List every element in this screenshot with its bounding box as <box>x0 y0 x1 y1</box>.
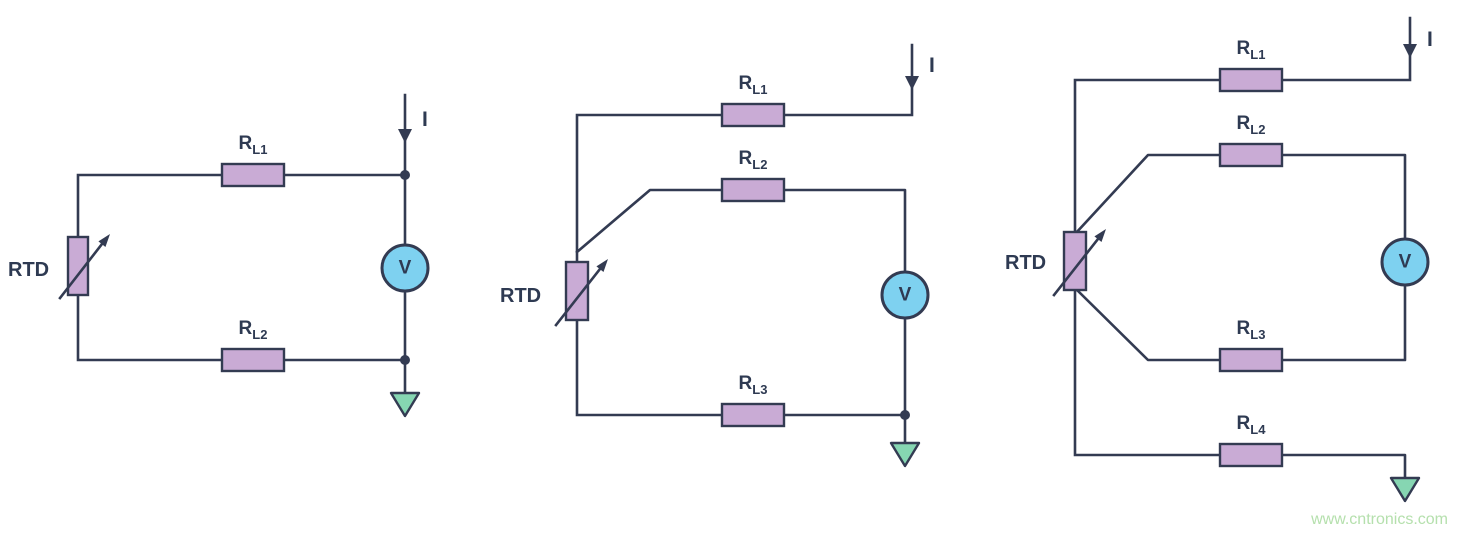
resistor-label-base: R <box>239 318 253 339</box>
watermark: www.cntronics.com <box>1310 511 1448 528</box>
voltmeter-label: V <box>1399 252 1412 273</box>
junction-node <box>900 410 910 420</box>
rtd-label: RTD <box>8 259 49 281</box>
resistor-label-base: R <box>739 73 753 94</box>
resistor-label-base: R <box>739 373 753 394</box>
voltmeter <box>380 243 430 293</box>
resistor-rl2 <box>720 177 786 203</box>
junction-node <box>400 355 410 365</box>
diagram-2-wire: I RL1 RL2 RTD V <box>8 93 430 418</box>
resistor-rl1-label: RL1 <box>739 73 768 97</box>
rtd-symbol <box>564 260 590 322</box>
resistor-label-sub: L1 <box>252 142 267 157</box>
resistor-label-base: R <box>739 148 753 169</box>
resistor-rl2-label: RL2 <box>239 318 268 342</box>
resistor-rl2 <box>220 347 286 373</box>
resistor-label-sub: L4 <box>1250 422 1266 437</box>
resistor-rl3 <box>1218 347 1284 373</box>
resistor-rl1-label: RL1 <box>1237 38 1266 62</box>
rtd-arrow-icon <box>98 234 110 247</box>
resistor-label-base: R <box>1237 38 1251 59</box>
resistor-label-sub: L3 <box>1250 327 1265 342</box>
voltmeter-label: V <box>899 285 912 306</box>
ground-icon <box>889 441 921 468</box>
resistor-label-base: R <box>1237 413 1251 434</box>
resistor-label-sub: L1 <box>752 82 767 97</box>
rtd-symbol <box>1062 230 1088 292</box>
current-arrow-icon <box>905 76 919 90</box>
current-arrow-icon <box>398 129 412 143</box>
ground-icon <box>1389 476 1421 503</box>
resistor-rl4 <box>1218 442 1284 468</box>
resistor-label-base: R <box>1237 113 1251 134</box>
junction-node <box>400 170 410 180</box>
resistor-label-base: R <box>1237 318 1251 339</box>
rtd-arrow-line <box>1052 237 1100 297</box>
resistor-label-sub: L2 <box>1250 122 1265 137</box>
resistor-rl1 <box>1218 67 1284 93</box>
diagram-4-wire: I RL1 RL2 RL3 RL4 RTD V <box>1005 16 1433 503</box>
resistor-label-sub: L2 <box>752 157 767 172</box>
resistor-rl3-label: RL3 <box>1237 318 1266 342</box>
resistor-rl1 <box>720 102 786 128</box>
resistor-label-sub: L1 <box>1250 47 1265 62</box>
resistor-label-base: R <box>239 133 253 154</box>
resistor-rl4-label: RL4 <box>1237 413 1267 437</box>
resistor-rl2-label: RL2 <box>1237 113 1266 137</box>
resistor-rl3 <box>720 402 786 428</box>
resistor-label-sub: L3 <box>752 382 767 397</box>
current-label: I <box>1427 28 1433 51</box>
voltmeter <box>880 270 930 320</box>
rtd-arrow-icon <box>596 259 608 272</box>
current-label: I <box>929 54 935 77</box>
current-arrow-icon <box>1403 44 1417 58</box>
rtd-arrow-line <box>554 267 602 327</box>
current-label: I <box>422 108 428 131</box>
resistor-rl3-label: RL3 <box>739 373 768 397</box>
voltmeter <box>1380 237 1430 287</box>
rtd-label: RTD <box>500 285 541 307</box>
voltmeter-label: V <box>399 258 412 279</box>
resistor-label-sub: L2 <box>252 327 267 342</box>
resistor-rl1 <box>220 162 286 188</box>
diagram-3-wire: I RL1 RL2 RL3 RTD V <box>500 43 935 468</box>
rtd-arrow-line <box>58 242 104 300</box>
rtd-arrow-icon <box>1094 229 1106 242</box>
resistor-rl1-label: RL1 <box>239 133 268 157</box>
resistor-rl2-label: RL2 <box>739 148 768 172</box>
rtd-label: RTD <box>1005 252 1046 274</box>
resistor-rl2 <box>1218 142 1284 168</box>
ground-icon <box>389 391 421 418</box>
